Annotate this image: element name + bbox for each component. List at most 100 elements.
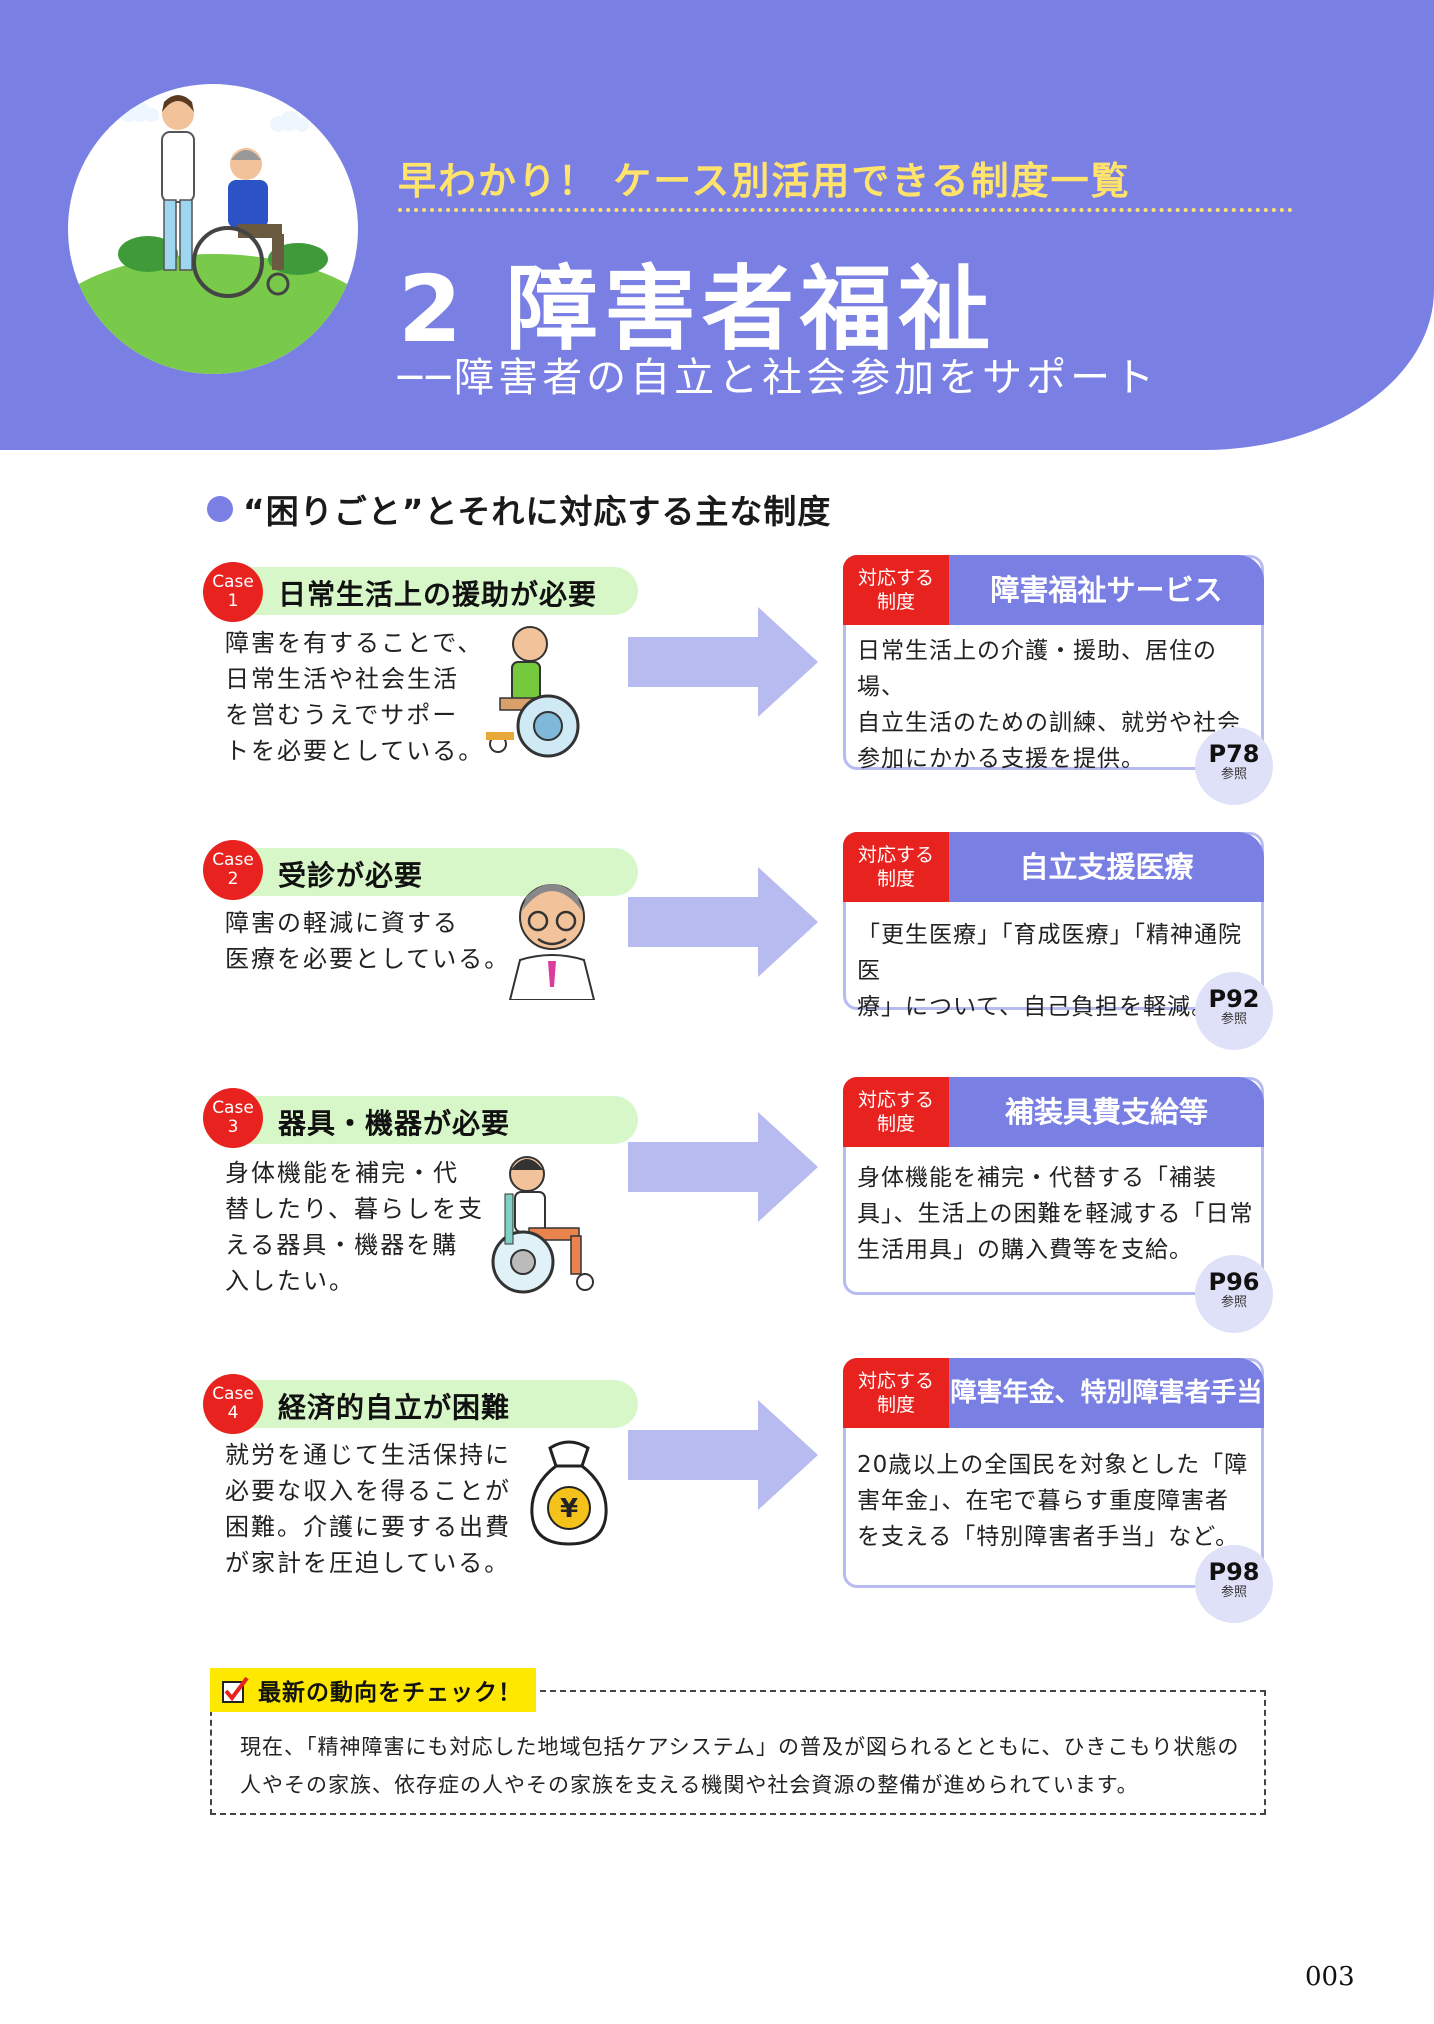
system-desc-line: を支える「特別障害者手当」など。 bbox=[857, 1524, 1240, 1550]
page-subtitle: ──障害者の自立と社会参加をサポート bbox=[398, 355, 1159, 401]
arrow-right-icon bbox=[628, 1400, 818, 1510]
system-header: 対応する 制度 障害福祉サービス bbox=[843, 555, 1264, 625]
page-reference-label: 参照 bbox=[1220, 1295, 1247, 1310]
arrow-right-icon bbox=[628, 867, 818, 977]
case-desc-line: 日常生活や社会生活 bbox=[225, 665, 459, 693]
case-desc-line: が家計を圧迫している。 bbox=[225, 1549, 511, 1577]
system-label: 対応する 制度 bbox=[843, 1358, 949, 1428]
case-badge: Case 2 bbox=[203, 840, 263, 900]
system-header: 対応する 制度 自立支援医療 bbox=[843, 832, 1264, 902]
system-desc-line: 日常生活上の介護・援助、居住の場、 bbox=[857, 638, 1217, 700]
section-heading: “困りごと”とそれに対応する主な制度 bbox=[207, 485, 831, 533]
case-badge-word: Case bbox=[212, 572, 254, 592]
case-badge-number: 2 bbox=[227, 869, 239, 889]
arrow-right-icon bbox=[628, 1112, 818, 1222]
system-label-line: 対応する bbox=[857, 567, 934, 589]
wheelchair-user-icon bbox=[486, 626, 580, 758]
system-label: 対応する 制度 bbox=[843, 832, 949, 902]
system-description: 「更生医療」「育成医療」「精神通院医 療」について、自己負担を軽減。 bbox=[857, 917, 1257, 1025]
page-reference-number: P96 bbox=[1208, 1268, 1260, 1296]
system-label-line: 制度 bbox=[876, 1113, 915, 1135]
system-label-line: 対応する bbox=[857, 1089, 934, 1111]
yen-money-bag-icon: ¥ bbox=[530, 1440, 608, 1546]
case-badge: Case 3 bbox=[203, 1088, 263, 1148]
system-desc-line: 療」について、自己負担を軽減。 bbox=[857, 994, 1216, 1020]
page-reference-badge[interactable]: P96 参照 bbox=[1195, 1255, 1273, 1333]
latest-trends-label: 最新の動向をチェック！ bbox=[258, 1680, 522, 1706]
case-title-bar bbox=[240, 567, 638, 615]
page-reference-label: 参照 bbox=[1220, 1585, 1247, 1600]
system-desc-line: 「更生医療」「育成医療」「精神通院医 bbox=[857, 922, 1242, 984]
case-description: 就労を通じて生活保持に 必要な収入を得ることが 困難。介護に要する出費 が家計を… bbox=[225, 1437, 511, 1581]
system-name: 障害年金、特別障害者手当 bbox=[949, 1358, 1264, 1428]
case-desc-line: 替したり、暮らしを支 bbox=[225, 1195, 485, 1223]
case-badge-number: 3 bbox=[227, 1117, 239, 1137]
system-description: 日常生活上の介護・援助、居住の場、 自立生活のための訓練、就労や社会 参加にかか… bbox=[857, 633, 1257, 777]
system-description: 20歳以上の全国民を対象とした「障 害年金」、在宅で暮らす重度障害者 を支える「… bbox=[857, 1447, 1257, 1555]
page-reference-badge[interactable]: P92 参照 bbox=[1195, 972, 1273, 1050]
system-name: 自立支援医療 bbox=[949, 832, 1264, 902]
system-desc-line: 生活用具」の購入費等を支給。 bbox=[857, 1237, 1193, 1263]
system-desc-line: 身体機能を補完・代替する「補装 bbox=[857, 1165, 1217, 1191]
page-number: 003 bbox=[1305, 1962, 1355, 1992]
case-description: 身体機能を補完・代 替したり、暮らしを支 える器具・機器を購 入したい。 bbox=[225, 1155, 484, 1299]
system-header: 対応する 制度 障害年金、特別障害者手当 bbox=[843, 1358, 1264, 1428]
page-reference-number: P92 bbox=[1208, 985, 1260, 1013]
header-kicker: 早わかり！ ケース別活用できる制度一覧 bbox=[398, 159, 1131, 203]
page-reference-label: 参照 bbox=[1220, 1012, 1247, 1027]
case-badge-word: Case bbox=[212, 850, 254, 870]
page-reference-number: P78 bbox=[1208, 740, 1260, 768]
system-label: 対応する 制度 bbox=[843, 1077, 949, 1147]
case-desc-line: 身体機能を補完・代 bbox=[225, 1159, 459, 1187]
case-desc-line: 就労を通じて生活保持に bbox=[225, 1441, 511, 1469]
system-label-line: 制度 bbox=[876, 868, 915, 890]
system-label-line: 対応する bbox=[857, 1370, 934, 1392]
case-desc-line: トを必要としている。 bbox=[225, 737, 485, 765]
case-title-bar bbox=[240, 1096, 638, 1144]
case-title: 日常生活上の援助が必要 bbox=[278, 578, 598, 611]
system-label: 対応する 制度 bbox=[843, 555, 949, 625]
case-title: 器具・機器が必要 bbox=[278, 1107, 511, 1140]
wheelchair-icon bbox=[491, 1156, 594, 1294]
page-reference-badge[interactable]: P78 参照 bbox=[1195, 727, 1273, 805]
system-label-line: 対応する bbox=[857, 844, 934, 866]
system-name: 補装具費支給等 bbox=[949, 1077, 1264, 1147]
system-description: 身体機能を補完・代替する「補装 具」、生活上の困難を軽減する「日常 生活用具」の… bbox=[857, 1160, 1257, 1268]
case-badge: Case 1 bbox=[203, 562, 263, 622]
case-badge: Case 4 bbox=[203, 1374, 263, 1434]
case-desc-line: 障害を有することで、 bbox=[225, 629, 484, 657]
arrow-right-icon bbox=[628, 607, 818, 717]
page-reference-number: P98 bbox=[1208, 1558, 1260, 1586]
doctor-icon bbox=[508, 884, 596, 1000]
case-title: 経済的自立が困難 bbox=[278, 1391, 511, 1424]
latest-trends-tab: 最新の動向をチェック！ bbox=[210, 1668, 536, 1712]
case-desc-line: を営むうえでサポー bbox=[225, 701, 459, 729]
system-desc-line: 害年金」、在宅で暮らす重度障害者 bbox=[857, 1488, 1230, 1514]
latest-trends-line: 人やその家族、依存症の人やその家族を支える機関や社会資源の整備が進められています… bbox=[240, 1773, 1139, 1797]
system-desc-line: 参加にかかる支援を提供。 bbox=[857, 746, 1145, 772]
page-reference-badge[interactable]: P98 参照 bbox=[1195, 1545, 1273, 1623]
case-badge-word: Case bbox=[212, 1384, 254, 1404]
latest-trends-text: 現在、「精神障害にも対応した地域包括ケアシステム」の普及が図られるとともに、ひき… bbox=[240, 1728, 1250, 1804]
system-label-line: 制度 bbox=[876, 1394, 915, 1416]
case-desc-line: 入したい。 bbox=[225, 1267, 355, 1295]
page-title: 2 障害者福祉 bbox=[398, 256, 997, 363]
system-header: 対応する 制度 補装具費支給等 bbox=[843, 1077, 1264, 1147]
case-title: 受診が必要 bbox=[278, 859, 424, 892]
system-label-line: 制度 bbox=[876, 591, 915, 613]
bullet-dot-icon bbox=[207, 496, 233, 522]
system-desc-line: 20歳以上の全国民を対象とした「障 bbox=[857, 1452, 1249, 1478]
system-name: 障害福祉サービス bbox=[949, 555, 1264, 625]
case-desc-line: 医療を必要としている。 bbox=[225, 945, 511, 973]
case-desc-line: 困難。介護に要する出費 bbox=[225, 1513, 511, 1541]
latest-trends-line: 現在、「精神障害にも対応した地域包括ケアシステム」の普及が図られるとともに、ひき… bbox=[240, 1735, 1240, 1759]
case-title-bar bbox=[240, 848, 638, 896]
section-title: “困りごと”とそれに対応する主な制度 bbox=[243, 492, 832, 531]
case-title-bar bbox=[240, 1380, 638, 1428]
case-badge-word: Case bbox=[212, 1098, 254, 1118]
system-desc-line: 具」、生活上の困難を軽減する「日常 bbox=[857, 1201, 1254, 1227]
case-desc-line: える器具・機器を購 bbox=[225, 1231, 459, 1259]
page-reference-label: 参照 bbox=[1220, 767, 1247, 782]
case-desc-line: 障害の軽減に資する bbox=[225, 909, 459, 937]
svg-text:¥: ¥ bbox=[560, 1494, 578, 1524]
